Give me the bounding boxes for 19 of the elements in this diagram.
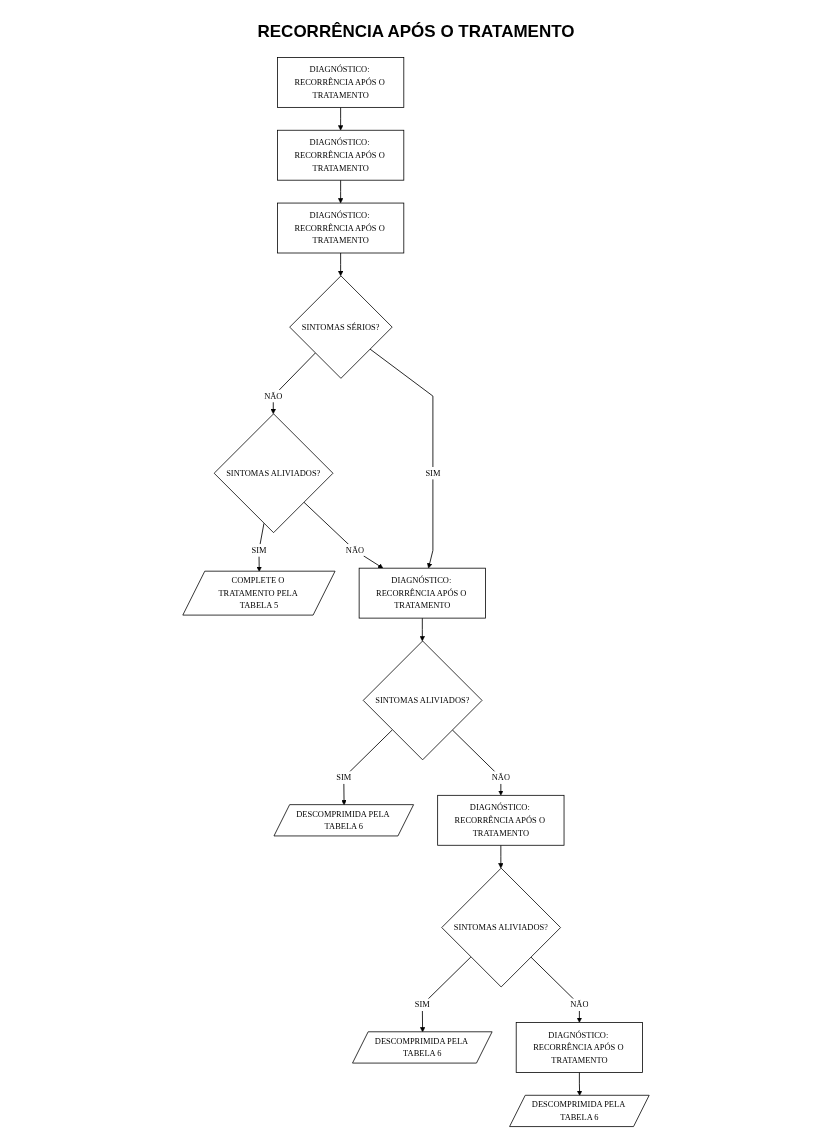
node-diamond: SINTOMAS ALIVIADOS? [213,413,334,534]
edge-label: SIM [251,545,267,555]
node-diamond: SINTOMAS ALIVIADOS? [441,867,561,988]
edge-label: SIM [425,468,441,478]
edge-label: NÃO [345,545,365,555]
node-box: DIAGNÓSTICO: RECORRÊNCIA APÓS O TRATAMENTO [277,57,405,108]
node-diamond: SINTOMAS ALIVIADOS? [362,640,483,761]
edge-label: SIM [414,1000,430,1010]
node-box: DIAGNÓSTICO: RECORRÊNCIA APÓS O TRATAMENTO [277,202,405,254]
node-box: DIAGNÓSTICO: RECORRÊNCIA APÓS O TRATAMENTO [515,1022,643,1073]
edge-label: NÃO [570,1000,589,1010]
node-box: DIAGNÓSTICO: RECORRÊNCIA APÓS O TRATAMENTO [437,794,565,846]
edge-label: NÃO [264,391,283,401]
edge-label: NÃO [491,773,510,783]
node-diamond: SINTOMAS SÉRIOS? [289,275,393,379]
edge-label: SIM [336,773,352,783]
node-box: DIAGNÓSTICO: RECORRÊNCIA APÓS O TRATAMENTO [358,567,486,619]
node-box: DIAGNÓSTICO: RECORRÊNCIA APÓS O TRATAMENTO [277,129,405,181]
diagram-title: RECORRÊNCIA APÓS O TRATAMENTO [257,22,575,42]
